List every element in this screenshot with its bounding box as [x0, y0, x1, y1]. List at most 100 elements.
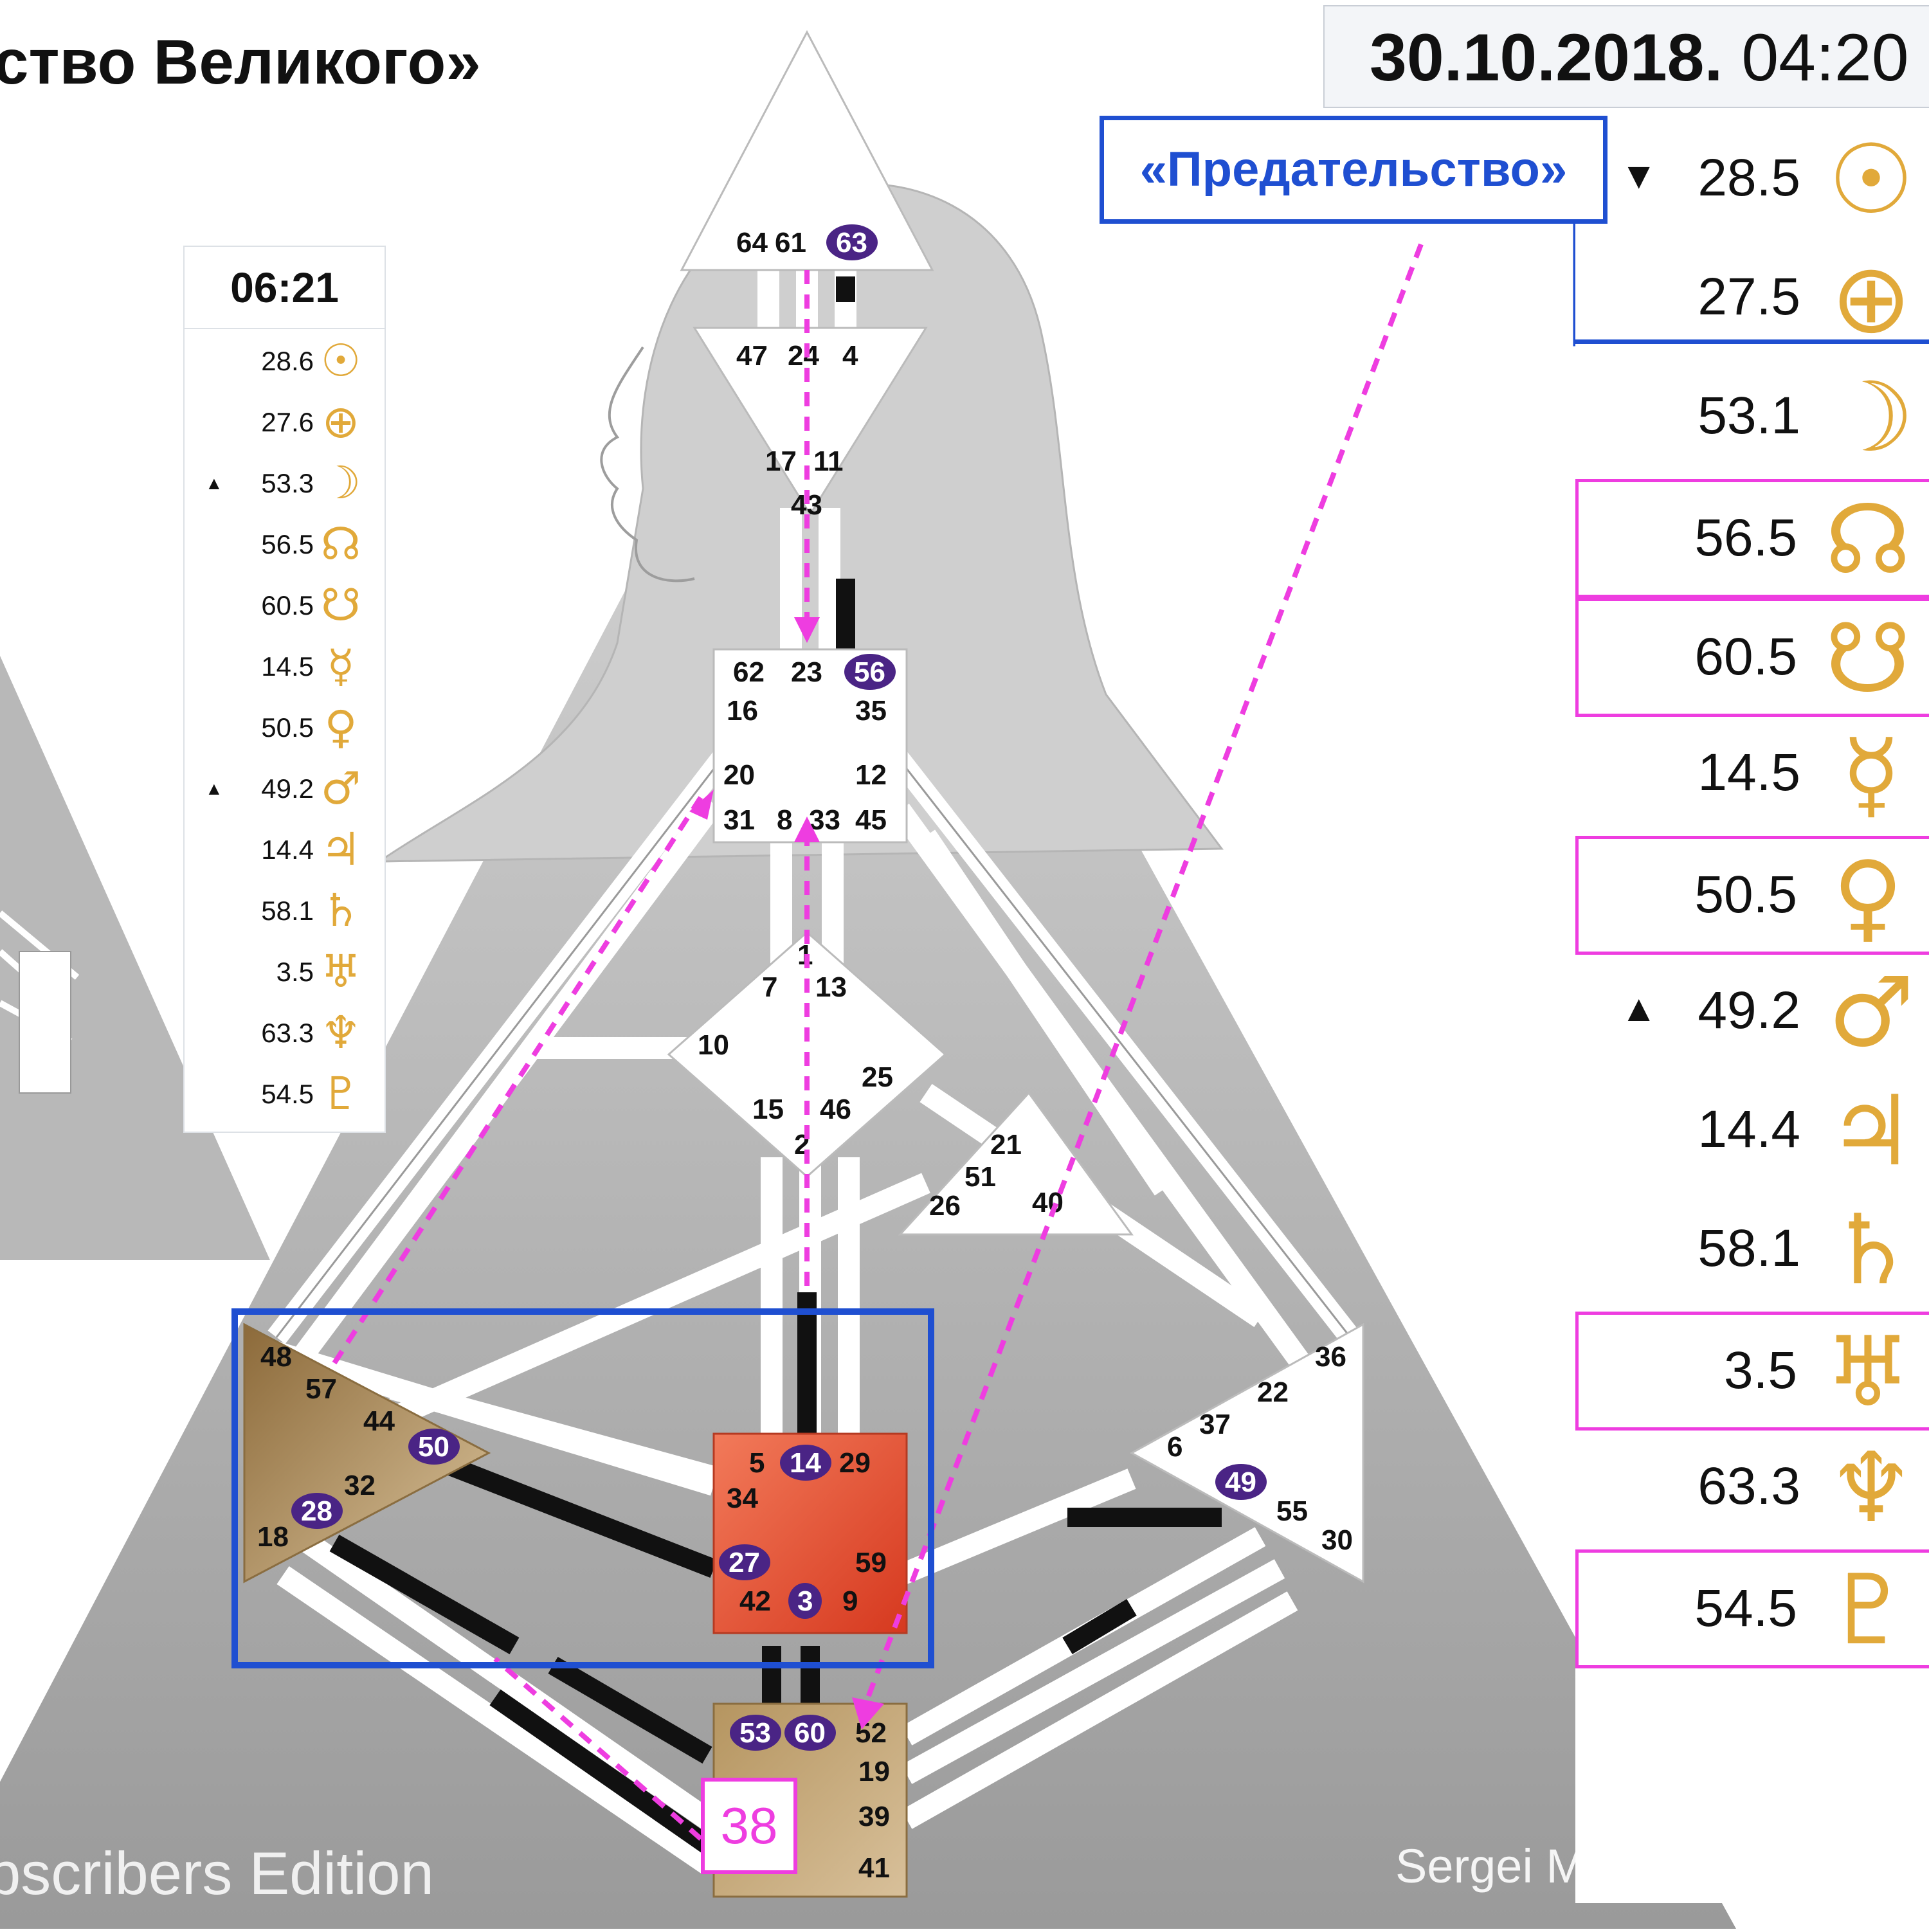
gate-36: 36 [1315, 1341, 1346, 1373]
gate-62: 62 [733, 656, 765, 688]
design-row-neptune: 63.3♆ [185, 1002, 385, 1063]
badge-60: 60 [784, 1715, 836, 1751]
sun-icon: ☉ [320, 334, 361, 387]
gate-37: 37 [1199, 1409, 1231, 1440]
uranus-icon: ♅ [320, 945, 361, 998]
sun-icon: ☉ [1827, 124, 1915, 236]
gate-32: 32 [344, 1470, 376, 1501]
gate-6: 6 [1167, 1431, 1182, 1463]
neptune-icon: ♆ [1827, 1432, 1915, 1544]
design-row-pluto: 54.5♇ [185, 1063, 385, 1124]
gate-23: 23 [791, 656, 822, 688]
badge-28: 28 [291, 1493, 343, 1529]
planet-value: 60.5 [261, 590, 314, 620]
saturn-icon: ♄ [320, 884, 361, 937]
personality-row-venus: 50.5 ♀ [1575, 836, 1929, 955]
planet-value: 14.5 [1698, 743, 1800, 802]
saturn-icon: ♄ [1827, 1195, 1915, 1306]
gate-labels: 64 61 47 24 4 17 11 43 62 23 16 35 20 12… [257, 227, 1353, 1884]
gate-42: 42 [739, 1585, 771, 1617]
badge-56: 56 [844, 654, 896, 690]
sun-earth-highlight [1575, 224, 1929, 344]
gate-64: 64 [736, 227, 768, 258]
gate-31: 31 [723, 804, 755, 836]
planet-value: 28.5 [1698, 149, 1800, 207]
badge-53: 53 [730, 1715, 781, 1751]
planet-value: 63.3 [261, 1018, 314, 1048]
jupiter-icon: ♃ [1827, 1076, 1915, 1187]
svg-text:49: 49 [1225, 1467, 1256, 1498]
planet-value: 14.4 [261, 835, 314, 865]
north-node-icon: ☊ [320, 518, 361, 570]
planet-value: 63.3 [1698, 1457, 1800, 1515]
personality-row-south-node: 60.5☋ [1575, 598, 1929, 717]
planet-value: 28.6 [261, 346, 314, 376]
design-row-uranus: 3.5♅ [185, 941, 385, 1002]
arrow-heads [689, 617, 884, 1729]
gate-39: 39 [858, 1801, 890, 1832]
design-panel: 06:21 28.6☉27.6⊕▲53.3☽56.5☊60.5☋14.5☿50.… [183, 246, 386, 1133]
defined-channels [329, 276, 1222, 1854]
personality-row-neptune: 63.3 ♆ [1575, 1431, 1929, 1549]
ajna-center [693, 327, 928, 516]
transit-arrows [332, 243, 1424, 1841]
personality-row-pluto: 54.5♇ [1575, 1549, 1929, 1668]
mars-icon: ♂ [320, 762, 361, 815]
gate-9: 9 [842, 1585, 858, 1617]
gate-10: 10 [698, 1029, 729, 1061]
face-profile [600, 346, 695, 582]
mercury-icon: ☿ [327, 640, 355, 692]
venus-icon: ♀ [1833, 841, 1903, 953]
gate-34: 34 [727, 1483, 758, 1514]
planet-value: 3.5 [276, 957, 314, 987]
design-row-moon: ▲53.3☽ [185, 453, 385, 514]
badge-14: 14 [780, 1445, 831, 1481]
svg-text:60: 60 [794, 1717, 826, 1749]
jupiter-icon: ♃ [320, 823, 361, 876]
uranus-icon: ♅ [1824, 1317, 1912, 1429]
planet-value: 49.2 [261, 773, 314, 804]
badge-63: 63 [826, 224, 878, 260]
svg-text:14: 14 [790, 1447, 821, 1479]
gate-61: 61 [775, 227, 806, 258]
gate-59: 59 [855, 1547, 887, 1578]
planet-value: 53.3 [261, 468, 314, 498]
personality-row-mars: ▲49.2♂ [1575, 955, 1929, 1074]
personality-row-earth: 27.5⊕ [1575, 241, 1929, 360]
neptune-icon: ♆ [320, 1006, 361, 1059]
personality-row-sun: ▼28.5☉ [1575, 122, 1929, 241]
design-row-north-node: 56.5☊ [185, 514, 385, 575]
svg-text:53: 53 [739, 1717, 771, 1749]
planet-value: 50.5 [1694, 865, 1797, 924]
head-center [680, 30, 934, 271]
time-value: 04:20 [1741, 21, 1909, 95]
earth-icon: ⊕ [1831, 243, 1912, 355]
date-box: 30.10.2018. 04:20 [1323, 5, 1929, 108]
gate-35: 35 [855, 695, 887, 727]
gate-16: 16 [727, 695, 758, 727]
svg-text:28: 28 [301, 1495, 332, 1527]
personality-row-moon: 53.1☽ [1575, 360, 1929, 479]
retro-arrow: ▲ [205, 779, 223, 799]
solar-plexus-center [1129, 1323, 1364, 1584]
svg-text:63: 63 [836, 227, 867, 258]
gate-8: 8 [777, 804, 792, 836]
badge-50: 50 [408, 1429, 460, 1465]
activated-gate-badges: 63 56 50 28 14 27 3 49 53 60 [291, 224, 1267, 1751]
gate-44: 44 [363, 1405, 395, 1437]
gate-55: 55 [1276, 1495, 1308, 1527]
gate-45: 45 [855, 804, 887, 836]
personality-row-jupiter: 14.4♃ [1575, 1074, 1929, 1193]
design-time: 06:21 [185, 247, 385, 329]
gate-19: 19 [858, 1756, 890, 1787]
planet-value: 27.6 [261, 407, 314, 437]
design-row-saturn: 58.1♄ [185, 880, 385, 941]
gate-26: 26 [929, 1190, 961, 1222]
venus-icon: ♀ [324, 701, 358, 754]
design-row-south-node: 60.5☋ [185, 575, 385, 636]
gate-22: 22 [1257, 1377, 1289, 1408]
personality-row-saturn: 58.1♄ [1575, 1193, 1929, 1312]
north-node-icon: ☊ [1825, 484, 1911, 596]
copyright-label: Sergei Mavlatov © 201 [1395, 1839, 1878, 1893]
gate-11: 11 [813, 446, 844, 477]
